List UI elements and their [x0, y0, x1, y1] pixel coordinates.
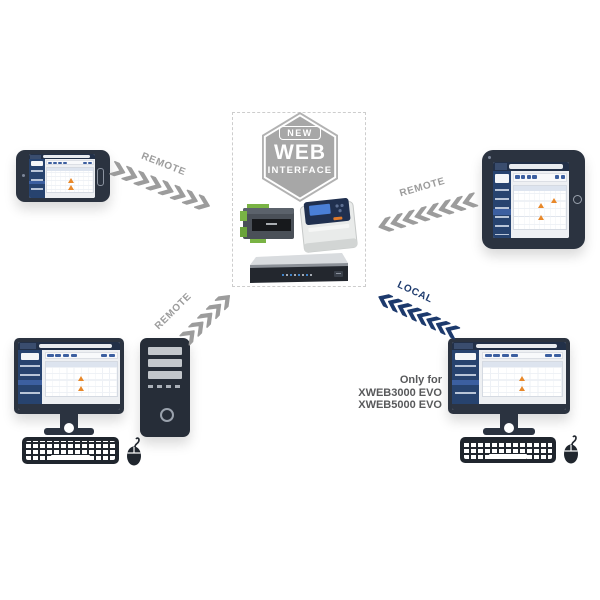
only-for-note: Only for XWEB3000 EVO XWEB5000 EVO [318, 374, 442, 412]
home-button-icon [97, 168, 104, 186]
xweb-logo [455, 352, 476, 360]
camera-icon [22, 174, 25, 177]
keyboard-icon [22, 437, 119, 464]
xweb-monitoring-unit [299, 198, 358, 253]
tablet-screen [493, 162, 569, 238]
app-sidebar [29, 159, 45, 198]
vent-slots [148, 385, 182, 388]
local-label: LOCAL [395, 279, 435, 306]
browser-bar [493, 162, 569, 172]
app-content [44, 159, 95, 198]
app-content [479, 350, 566, 404]
sidebar-active-item [29, 180, 45, 185]
new-tag: NEW [279, 126, 321, 140]
power-button-icon [160, 408, 174, 422]
browser-bar [452, 342, 566, 351]
browser-tab [494, 163, 507, 171]
browser-tab [20, 343, 37, 350]
app-content [511, 171, 569, 238]
web-interface-badge: NEW WEB INTERFACE [256, 110, 344, 204]
alarm-icon [537, 215, 544, 221]
phone-screen [29, 154, 95, 198]
app-toolbar [481, 351, 564, 359]
monitor-left [14, 338, 124, 414]
sidebar-active-item [18, 380, 43, 386]
drive-bay [148, 371, 182, 379]
address-bar [39, 344, 112, 349]
din-rail-controller [240, 204, 294, 243]
monitor-stand [60, 413, 78, 433]
data-table [481, 361, 564, 398]
alarm-icon [550, 197, 557, 203]
camera-icon [488, 156, 491, 159]
alarm-icon [67, 184, 74, 190]
browser-bar [29, 154, 95, 160]
alarm-icon [537, 203, 544, 209]
alarm-icon [67, 177, 74, 183]
sidebar-active-item [452, 380, 480, 386]
xweb-logo [20, 352, 40, 360]
monitor-stand [500, 413, 518, 433]
app-sidebar [493, 171, 512, 238]
browser-tab [30, 154, 41, 159]
tower-pc [140, 338, 190, 437]
app-toolbar [46, 160, 94, 166]
xweb-logo [495, 174, 509, 184]
address-bar [508, 164, 563, 169]
monitor-screen [452, 342, 566, 410]
alarm-icon [78, 385, 85, 391]
address-bar [42, 155, 90, 158]
smartphone [16, 150, 110, 202]
remote-label-phone: REMOTE [139, 150, 188, 179]
status-bar [18, 403, 120, 410]
note-line-1: Only for [399, 374, 442, 386]
central-dashed-zone [232, 112, 366, 287]
drive-bay [148, 359, 182, 367]
badge-title: WEB [274, 141, 326, 164]
badge-subtitle: INTERFACE [267, 165, 333, 176]
note-line-2: XWEB3000 EVO [358, 386, 442, 399]
tablet [482, 150, 585, 249]
monitor-screen [18, 342, 120, 410]
app-toolbar [512, 173, 568, 182]
remote-arrow-tablet [376, 192, 479, 235]
browser-tab [454, 343, 473, 350]
app-toolbar [44, 351, 118, 359]
alarm-icon [519, 375, 526, 381]
xweb-logo [30, 161, 43, 167]
browser-bar [18, 342, 120, 351]
keyboard-icon [460, 437, 556, 463]
alarm-icon [519, 385, 526, 391]
monitor-right [448, 338, 570, 414]
mouse-icon [127, 437, 141, 466]
drive-bay [148, 347, 182, 355]
rack-server [250, 253, 348, 283]
home-button-icon [573, 195, 582, 204]
app-sidebar [18, 350, 43, 404]
data-table [46, 167, 94, 194]
alarm-icon [78, 375, 85, 381]
app-content [42, 350, 120, 404]
sidebar-active-item [493, 208, 512, 215]
remote-label-tablet: REMOTE [398, 175, 447, 200]
note-line-3: XWEB5000 EVO [358, 399, 442, 411]
address-bar [475, 344, 557, 349]
app-sidebar [452, 350, 480, 404]
mouse-icon [564, 435, 578, 464]
remote-label-desktop: REMOTE [152, 290, 194, 333]
status-bar [452, 403, 566, 410]
